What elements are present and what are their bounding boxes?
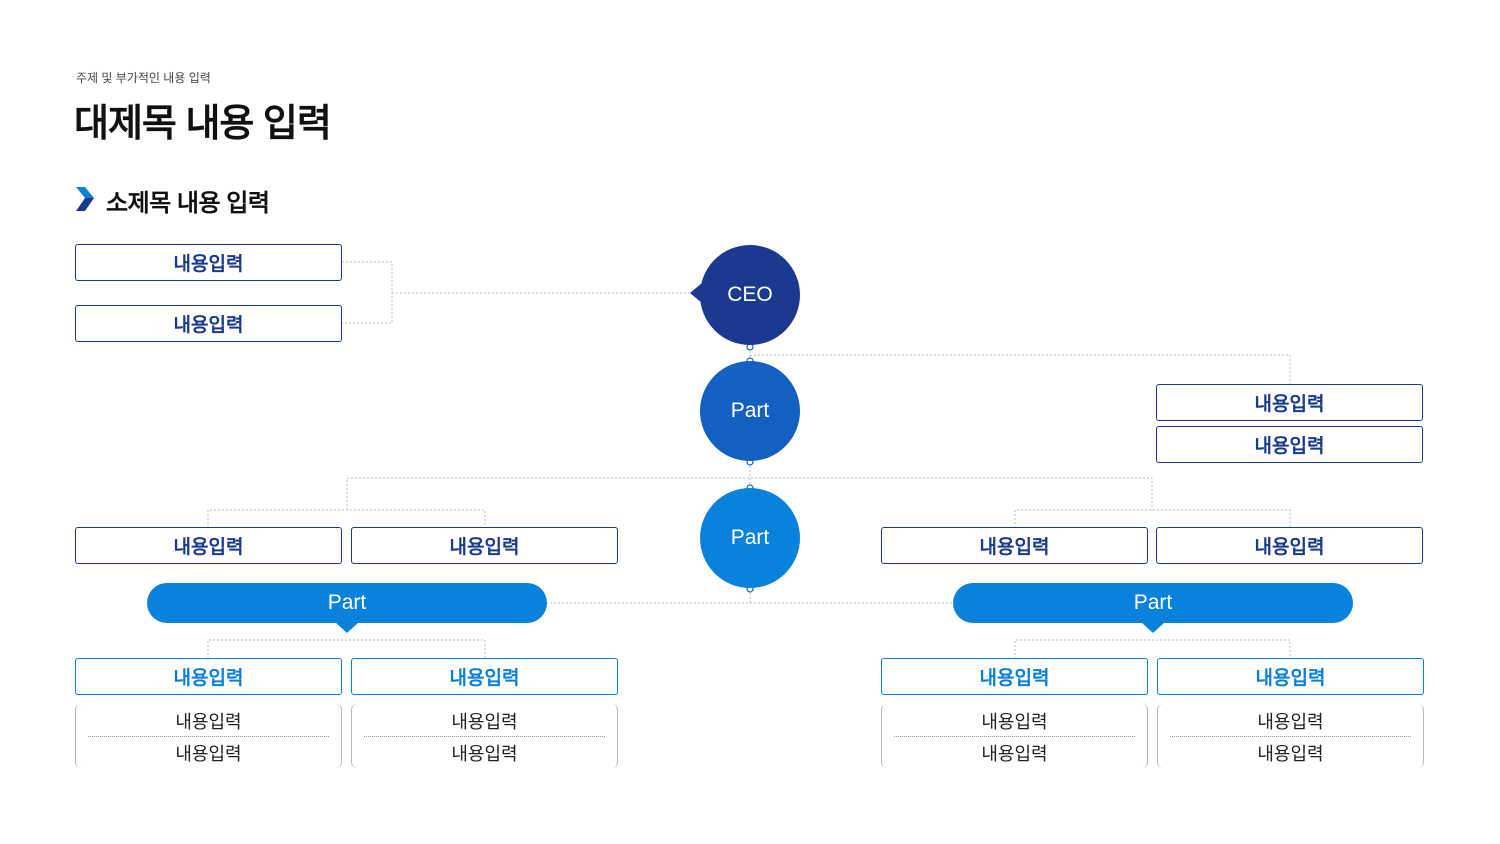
detail-list-4: 내용입력 내용입력	[1157, 704, 1424, 768]
right-upper-box-1: 내용입력	[881, 527, 1148, 564]
list-item: 내용입력	[981, 712, 1048, 732]
list-item: 내용입력	[981, 744, 1048, 764]
part-pill-left: Part	[147, 583, 547, 633]
staff-box-1: 내용입력	[1156, 384, 1423, 421]
section-subtitle: 소제목 내용 입력	[106, 190, 270, 217]
divider	[894, 736, 1135, 737]
detail-list-2: 내용입력 내용입력	[351, 704, 618, 768]
list-item: 내용입력	[451, 744, 518, 764]
pill-pointer	[1141, 622, 1165, 633]
list-item: 내용입력	[175, 744, 242, 764]
pill-pointer	[335, 622, 359, 633]
divider	[88, 736, 329, 737]
right-upper-box-2: 내용입력	[1156, 527, 1423, 564]
left-lower-box-2: 내용입력	[351, 658, 618, 695]
ceo-advisor-box-1: 내용입력	[75, 244, 342, 281]
detail-list-3: 내용입력 내용입력	[881, 704, 1148, 768]
staff-box-2: 내용입력	[1156, 426, 1423, 463]
divider	[364, 736, 605, 737]
list-item: 내용입력	[1257, 712, 1324, 732]
part-pill-right-label: Part	[1133, 591, 1173, 614]
part-node-lower: Part	[700, 488, 800, 588]
detail-list-1: 내용입력 내용입력	[75, 704, 342, 768]
left-upper-box-1: 내용입력	[75, 527, 342, 564]
left-lower-box-1: 내용입력	[75, 658, 342, 695]
list-item: 내용입력	[175, 712, 242, 732]
divider	[1170, 736, 1411, 737]
ceo-advisor-box-2: 내용입력	[75, 305, 342, 342]
list-item: 내용입력	[451, 712, 518, 732]
part-pill-right: Part	[953, 583, 1353, 633]
supertitle: 주제 및 부가적인 내용 입력	[76, 71, 211, 85]
left-upper-box-2: 내용입력	[351, 527, 618, 564]
page-title: 대제목 내용 입력	[74, 103, 332, 145]
part-node-upper: Part	[700, 361, 800, 461]
ceo-node: CEO	[700, 245, 800, 345]
list-item: 내용입력	[1257, 744, 1324, 764]
right-lower-box-2: 내용입력	[1157, 658, 1424, 695]
chevron-right-icon	[76, 187, 94, 211]
right-lower-box-1: 내용입력	[881, 658, 1148, 695]
part-pill-left-label: Part	[327, 591, 367, 614]
